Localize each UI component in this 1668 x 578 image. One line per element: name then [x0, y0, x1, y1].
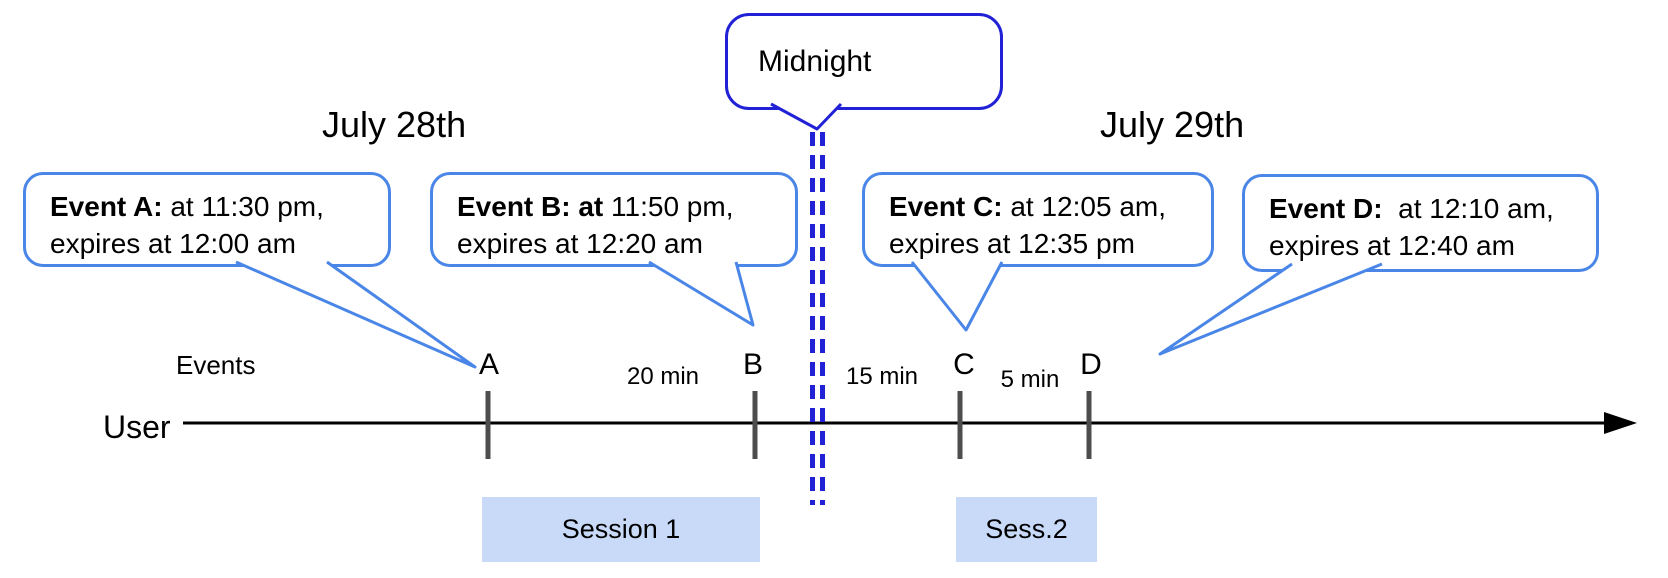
- interval-20min-label: 20 min: [626, 363, 700, 390]
- interval-15min-label: 15 min: [845, 363, 919, 390]
- tick-label-c: C: [953, 348, 975, 381]
- event-d-expiry: expires at 12:40 am: [1269, 230, 1515, 261]
- event-b-expiry: expires at 12:20 am: [457, 228, 703, 259]
- event-a-callout-tail: [235, 260, 477, 369]
- event-a-time: at 11:30 pm,: [162, 191, 324, 222]
- session-1-label: Session 1: [561, 514, 681, 544]
- event-c-callout-tail: [910, 261, 1004, 332]
- callout-event-a: Event A: at 11:30 pm, expires at 12:00 a…: [23, 172, 391, 267]
- session-2-label: Sess.2: [985, 514, 1068, 544]
- events-row-label: Events: [176, 350, 256, 380]
- event-b-bold: Event B: at: [457, 191, 604, 222]
- event-c-expiry: expires at 12:35 pm: [889, 228, 1135, 259]
- event-b-time: 11:50 pm,: [603, 191, 734, 222]
- interval-5min-label: 5 min: [1000, 366, 1060, 393]
- callout-event-c: Event C: at 12:05 am, expires at 12:35 p…: [862, 172, 1214, 267]
- callout-event-b: Event B: at 11:50 pm, expires at 12:20 a…: [430, 172, 798, 267]
- midnight-label: Midnight: [758, 44, 872, 78]
- event-d-callout-tail: [1158, 262, 1383, 356]
- event-a-bold: Event A:: [50, 191, 163, 222]
- event-d-bold: Event D:: [1269, 193, 1383, 224]
- event-d-time: at 12:10 am,: [1382, 193, 1554, 224]
- tick-label-d: D: [1080, 348, 1102, 381]
- midnight-callout: Midnight: [725, 13, 1003, 110]
- tick-label-b: B: [742, 348, 764, 381]
- event-b-callout-tail: [648, 260, 755, 327]
- callout-event-d: Event D: at 12:10 am, expires at 12:40 a…: [1242, 174, 1599, 272]
- date-july-29: July 29th: [1100, 104, 1245, 145]
- event-a-expiry: expires at 12:00 am: [50, 228, 296, 259]
- timeline-arrowhead-icon: [1604, 412, 1637, 434]
- tick-label-a: A: [478, 348, 500, 381]
- user-axis-label: User: [103, 409, 171, 445]
- date-july-28: July 28th: [322, 104, 467, 145]
- session-1-box: Session 1: [482, 497, 760, 562]
- event-c-time: at 12:05 am,: [1002, 191, 1167, 222]
- session-2-box: Sess.2: [956, 497, 1097, 562]
- event-c-bold: Event C:: [889, 191, 1003, 222]
